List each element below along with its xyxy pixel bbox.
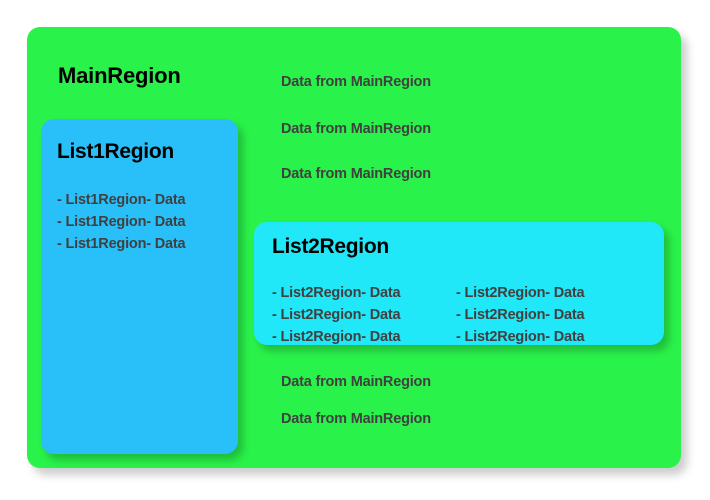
list-item[interactable]: - List2Region- Data [456, 285, 585, 301]
list-item[interactable]: - List1Region- Data [57, 236, 186, 252]
list1-region-title: List1Region [57, 140, 174, 163]
list-item[interactable]: - List1Region- Data [57, 192, 186, 208]
list-item[interactable]: - List2Region- Data [272, 307, 401, 323]
list-item[interactable]: - List2Region- Data [456, 307, 585, 323]
main-region-data-line: Data from MainRegion [281, 374, 431, 390]
main-region-panel[interactable]: MainRegion Data from MainRegion Data fro… [27, 27, 681, 468]
list2-region-columns: - List2Region- Data - List2Region- Data … [272, 282, 585, 348]
list1-region-panel[interactable]: List1Region - List1Region- Data - List1R… [41, 119, 238, 454]
list-item[interactable]: - List1Region- Data [57, 214, 186, 230]
list-item[interactable]: - List2Region- Data [456, 329, 585, 345]
list2-region-item-list-right: - List2Region- Data - List2Region- Data … [456, 282, 585, 348]
list-item[interactable]: - List2Region- Data [272, 285, 401, 301]
main-region-data-line: Data from MainRegion [281, 121, 431, 137]
main-region-data-line: Data from MainRegion [281, 411, 431, 427]
list2-region-item-list-left: - List2Region- Data - List2Region- Data … [272, 282, 456, 348]
list1-region-item-list: - List1Region- Data - List1Region- Data … [57, 189, 186, 255]
list2-region-title: List2Region [272, 235, 389, 258]
list2-region-panel[interactable]: List2Region - List2Region- Data - List2R… [254, 222, 664, 345]
main-region-data-line: Data from MainRegion [281, 166, 431, 182]
main-region-title: MainRegion [58, 63, 181, 88]
main-region-data-line: Data from MainRegion [281, 74, 431, 90]
list-item[interactable]: - List2Region- Data [272, 329, 401, 345]
